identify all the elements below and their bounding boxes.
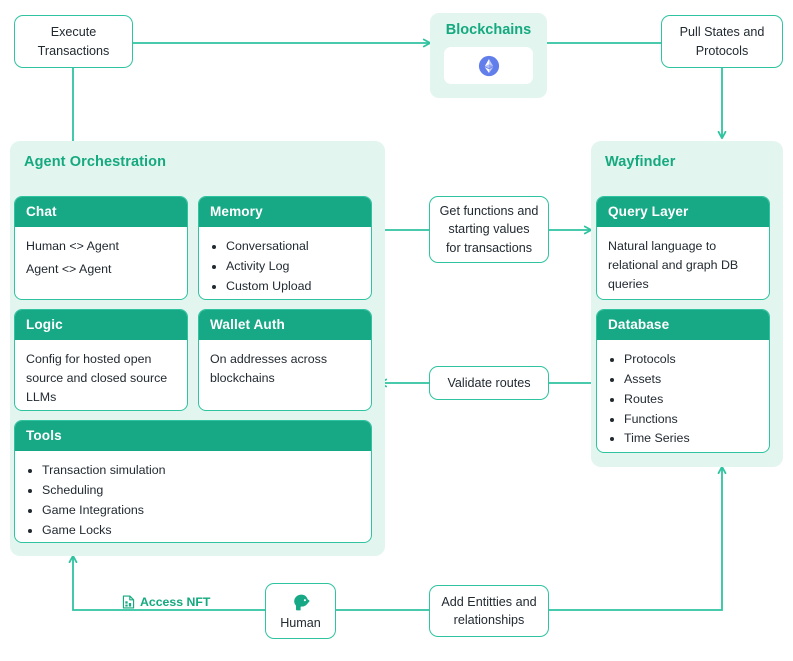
get-functions-line3: for transactions bbox=[445, 240, 533, 255]
execute-transactions-line1: Execute bbox=[50, 25, 97, 40]
card-wallet-auth-title: Wallet Auth bbox=[199, 310, 371, 340]
card-logic-line-0: Config for hosted open source and closed… bbox=[26, 352, 168, 404]
wayfinder-title: Wayfinder bbox=[605, 154, 676, 170]
card-logic[interactable]: Logic Config for hosted open source and … bbox=[14, 309, 188, 411]
card-logic-title: Logic bbox=[15, 310, 187, 340]
card-chat[interactable]: Chat Human <> Agent Agent <> Agent bbox=[14, 196, 188, 300]
validate-routes-label: Validate routes bbox=[447, 375, 531, 390]
list-item: Game Locks bbox=[42, 521, 360, 540]
human-head-icon bbox=[293, 594, 309, 611]
list-item: Protocols bbox=[624, 350, 758, 369]
card-wallet-auth[interactable]: Wallet Auth On addresses across blockcha… bbox=[198, 309, 372, 411]
card-tools-body: Transaction simulation Scheduling Game I… bbox=[15, 451, 371, 542]
add-entities-line2: relationships bbox=[453, 613, 525, 627]
execute-transactions-line2: Transactions bbox=[37, 43, 110, 58]
validate-routes-label-node[interactable]: Validate routes bbox=[429, 366, 549, 400]
card-logic-body: Config for hosted open source and closed… bbox=[15, 340, 187, 410]
access-nft-label: Access NFT bbox=[140, 595, 211, 609]
blockchains-title: Blockchains bbox=[445, 22, 532, 38]
card-chat-title: Chat bbox=[15, 197, 187, 227]
card-chat-line-1: Agent <> Agent bbox=[26, 261, 112, 276]
card-memory[interactable]: Memory Conversational Activity Log Custo… bbox=[198, 196, 372, 300]
list-item: Custom Upload bbox=[226, 277, 360, 296]
card-database[interactable]: Database Protocols Assets Routes Functio… bbox=[596, 309, 770, 453]
list-item: Activity Log bbox=[226, 257, 360, 276]
list-item: Scheduling bbox=[42, 481, 360, 500]
get-functions-label-node[interactable]: Get functions and starting values for tr… bbox=[429, 196, 549, 263]
add-entities-line1: Add Entitties and bbox=[441, 594, 537, 609]
human-node[interactable]: Human bbox=[265, 583, 336, 639]
pull-states-line2: Protocols bbox=[695, 43, 749, 58]
get-functions-line1: Get functions and bbox=[439, 204, 539, 219]
list-item: Time Series bbox=[624, 429, 758, 448]
list-item: Conversational bbox=[226, 237, 360, 256]
agent-orchestration-title: Agent Orchestration bbox=[24, 154, 167, 170]
card-query-layer-title: Query Layer bbox=[597, 197, 769, 227]
get-functions-line2: starting values bbox=[448, 222, 530, 237]
card-memory-title: Memory bbox=[199, 197, 371, 227]
blockchains-panel: Blockchains bbox=[430, 13, 547, 98]
card-memory-body: Conversational Activity Log Custom Uploa… bbox=[199, 227, 371, 299]
list-item: Game Integrations bbox=[42, 501, 360, 520]
wire-addentities-to-database bbox=[549, 465, 727, 611]
card-tools-title: Tools bbox=[15, 421, 371, 451]
card-tools[interactable]: Tools Transaction simulation Scheduling … bbox=[14, 420, 372, 543]
list-item: Transaction simulation bbox=[42, 461, 360, 480]
access-nft-tag[interactable]: Access NFT bbox=[118, 595, 215, 609]
card-chat-body: Human <> Agent Agent <> Agent bbox=[15, 227, 187, 299]
card-database-body: Protocols Assets Routes Functions Time S… bbox=[597, 340, 769, 452]
card-wallet-auth-line-0: On addresses across blockchains bbox=[210, 352, 328, 385]
add-entities-label-node[interactable]: Add Entitties and relationships bbox=[429, 585, 549, 637]
blockchain-chip-ethereum[interactable] bbox=[444, 47, 533, 84]
pull-states-node[interactable]: Pull States and Protocols bbox=[661, 15, 783, 68]
pull-states-line1: Pull States and bbox=[679, 25, 765, 40]
list-item: Assets bbox=[624, 370, 758, 389]
card-wallet-auth-body: On addresses across blockchains bbox=[199, 340, 371, 410]
card-query-layer-body: Natural language to relational and graph… bbox=[597, 227, 769, 299]
human-label: Human bbox=[280, 616, 321, 630]
card-query-layer-line-0: Natural language to relational and graph… bbox=[608, 239, 739, 291]
ethereum-icon bbox=[478, 55, 499, 76]
execute-transactions-node[interactable]: Execute Transactions bbox=[14, 15, 133, 68]
card-database-title: Database bbox=[597, 310, 769, 340]
list-item: Routes bbox=[624, 390, 758, 409]
card-chat-line-0: Human <> Agent bbox=[26, 239, 119, 253]
nft-document-icon bbox=[122, 595, 135, 609]
list-item: Functions bbox=[624, 410, 758, 429]
card-query-layer[interactable]: Query Layer Natural language to relation… bbox=[596, 196, 770, 300]
